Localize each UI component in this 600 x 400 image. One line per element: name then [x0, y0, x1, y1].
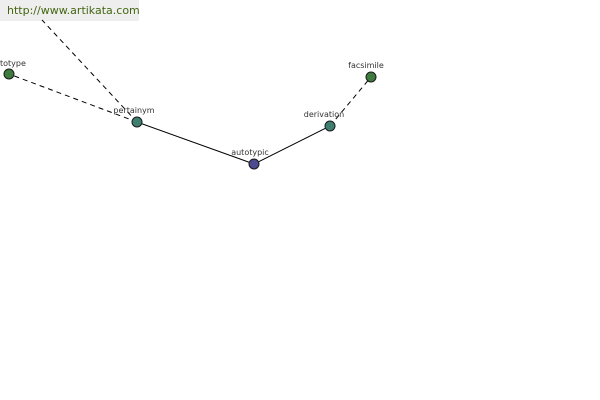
graph-edges	[8, 19, 372, 165]
node-pertainym[interactable]	[131, 116, 143, 128]
node-autotype[interactable]	[3, 68, 15, 80]
node-label-derivation[interactable]: derivation	[304, 110, 344, 119]
node-label-autotype[interactable]: totype	[0, 59, 26, 68]
node-derivation[interactable]	[324, 120, 336, 132]
edge-autotypic-pertainym	[136, 121, 255, 165]
edge-autotypic-derivation	[253, 125, 331, 165]
graph-nodes: autotypic pertainym derivation totype facsim…	[0, 59, 384, 170]
edge-pertainym-autotype	[8, 73, 138, 123]
node-label-pertainym[interactable]: pertainym	[113, 106, 154, 115]
node-label-autotypic[interactable]: autotypic	[231, 148, 269, 157]
node-facsimile[interactable]	[365, 71, 377, 83]
node-label-facsimile[interactable]: facsimile	[348, 61, 384, 70]
watermark-banner: http://www.artikata.com	[0, 0, 140, 21]
watermark-text: http://www.artikata.com	[7, 4, 140, 17]
node-autotypic[interactable]	[248, 158, 260, 170]
edge-derivation-facsimile	[329, 76, 372, 127]
